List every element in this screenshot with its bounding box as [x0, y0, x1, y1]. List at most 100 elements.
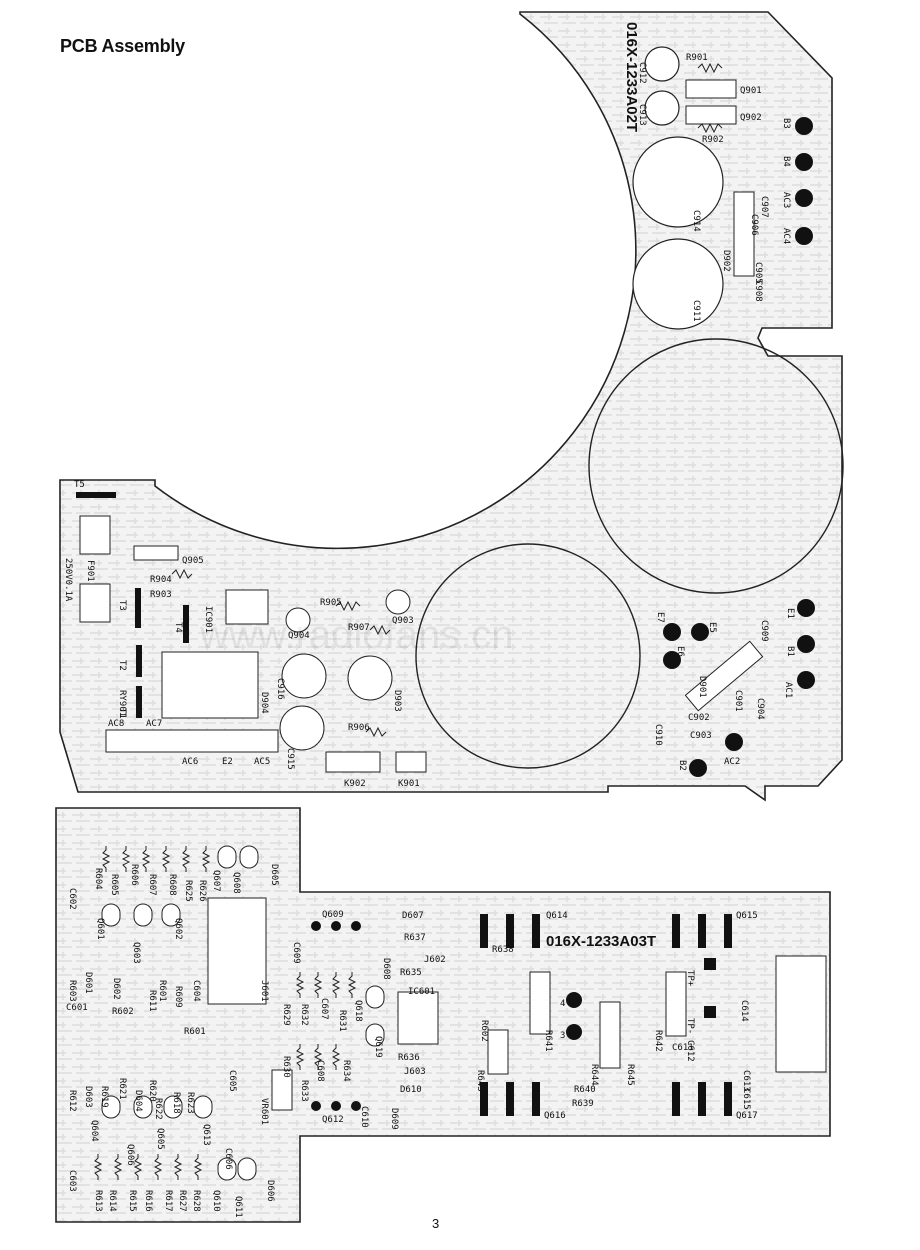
component-label: C912 — [637, 62, 647, 84]
component-label: D604 — [133, 1090, 143, 1112]
component-label: C613 — [741, 1070, 751, 1092]
component-label: Q601 — [95, 918, 105, 940]
page-number: 3 — [432, 1216, 440, 1231]
pad-q612-c — [331, 1101, 341, 1111]
resistor-array-mid — [295, 972, 357, 1070]
resistor-r906 — [365, 726, 387, 738]
component-label: Q603 — [131, 942, 141, 964]
transistor-q903 — [385, 589, 411, 615]
component-label: T2 — [117, 660, 127, 671]
component-label: C901 — [733, 690, 743, 712]
connector-k901 — [395, 751, 427, 773]
component-label: R622 — [153, 1098, 163, 1120]
watermark: www.radiofans.cn — [199, 613, 513, 657]
component-label: R628 — [191, 1190, 201, 1212]
resistor-r644 — [599, 1001, 621, 1069]
component-label: D610 — [400, 1085, 422, 1095]
component-label: C607 — [319, 998, 329, 1020]
jumper-t3 — [135, 588, 141, 628]
component-label: 3 — [560, 1031, 565, 1041]
resistor-r642 — [665, 971, 687, 1037]
component-label: R906 — [348, 723, 370, 733]
component-label: AC6 — [182, 757, 198, 767]
vr601 — [271, 1069, 293, 1111]
ic901 — [225, 589, 269, 625]
pad-ac1 — [797, 671, 815, 689]
component-label: C911 — [691, 300, 701, 322]
pad-q609-b — [351, 921, 361, 931]
transistor-q905 — [133, 545, 179, 561]
component-label: D903 — [392, 690, 402, 712]
mosfet-q615 — [672, 914, 732, 948]
mosfet-q614 — [480, 914, 540, 948]
component-label: Q604 — [89, 1120, 99, 1142]
component-label: AC5 — [254, 757, 270, 767]
component-label: TP- — [685, 1018, 695, 1034]
pad-ac3 — [795, 189, 813, 207]
resistor-r901 — [697, 62, 723, 74]
capacitor-c913 — [644, 90, 680, 126]
component-label: R627 — [177, 1190, 187, 1212]
component-label: R625 — [183, 880, 193, 902]
component-label: R904 — [150, 575, 172, 585]
component-label: R641 — [543, 1030, 553, 1052]
component-label: C902 — [688, 713, 710, 723]
mosfet-q616 — [480, 1082, 540, 1116]
jumper-t2 — [136, 645, 142, 677]
jumper-t1 — [136, 686, 142, 718]
pad-tp-minus — [704, 1006, 716, 1018]
component-label: AC3 — [781, 192, 791, 208]
component-label: R626 — [197, 880, 207, 902]
component-label: Q903 — [392, 616, 414, 626]
component-label: Q905 — [182, 556, 204, 566]
resistor-r902 — [697, 122, 723, 134]
component-label: R601 — [184, 1027, 206, 1037]
component-label: AC4 — [781, 228, 791, 244]
component-label: B3 — [781, 118, 791, 129]
component-label: C907 — [759, 196, 769, 218]
component-label: Q902 — [740, 113, 762, 123]
fuse-holder-2 — [79, 583, 111, 623]
component-label: R614 — [107, 1190, 117, 1212]
component-label: R604 — [93, 868, 103, 890]
component-label: Q901 — [740, 86, 762, 96]
component-label: D609 — [389, 1108, 399, 1130]
large-capacitor-right — [588, 338, 844, 594]
upper-board-id: 016X-1233A02T — [623, 22, 640, 132]
component-label: R605 — [109, 874, 119, 896]
component-label: J602 — [424, 955, 446, 965]
component-label: R639 — [572, 1099, 594, 1109]
pad-q612-e — [351, 1101, 361, 1111]
component-label: R637 — [404, 933, 426, 943]
component-label: D602 — [111, 978, 121, 1000]
large-capacitor-center — [415, 543, 641, 769]
component-label: AC1 — [783, 682, 793, 698]
transistor-q901 — [685, 79, 737, 99]
component-label: IC901 — [203, 606, 213, 633]
component-label: C916 — [275, 678, 285, 700]
component-label: TP+ — [685, 970, 695, 987]
component-label: R643 — [475, 1070, 485, 1092]
component-label: R642 — [653, 1030, 663, 1052]
component-label: Q614 — [546, 911, 568, 921]
component-label: C904 — [755, 698, 765, 720]
component-label: Q609 — [322, 910, 344, 920]
component-label: R635 — [400, 968, 422, 978]
component-label: R609 — [173, 986, 183, 1008]
ic-large — [207, 897, 267, 1005]
component-label: C913 — [637, 104, 647, 126]
connector-strip — [105, 729, 279, 753]
jumper-t4 — [183, 605, 189, 643]
resistor-r904 — [171, 568, 193, 580]
component-label: Q615 — [736, 911, 758, 921]
component-label: R601 — [157, 980, 167, 1002]
component-label: C915 — [285, 748, 295, 770]
component-label: D608 — [381, 958, 391, 980]
component-label: R613 — [93, 1190, 103, 1212]
component-label: C615 — [741, 1088, 751, 1110]
component-label: R602 — [112, 1007, 134, 1017]
capacitor-c914 — [632, 136, 724, 228]
component-label: C609 — [291, 942, 301, 964]
component-label: R633 — [299, 1080, 309, 1102]
